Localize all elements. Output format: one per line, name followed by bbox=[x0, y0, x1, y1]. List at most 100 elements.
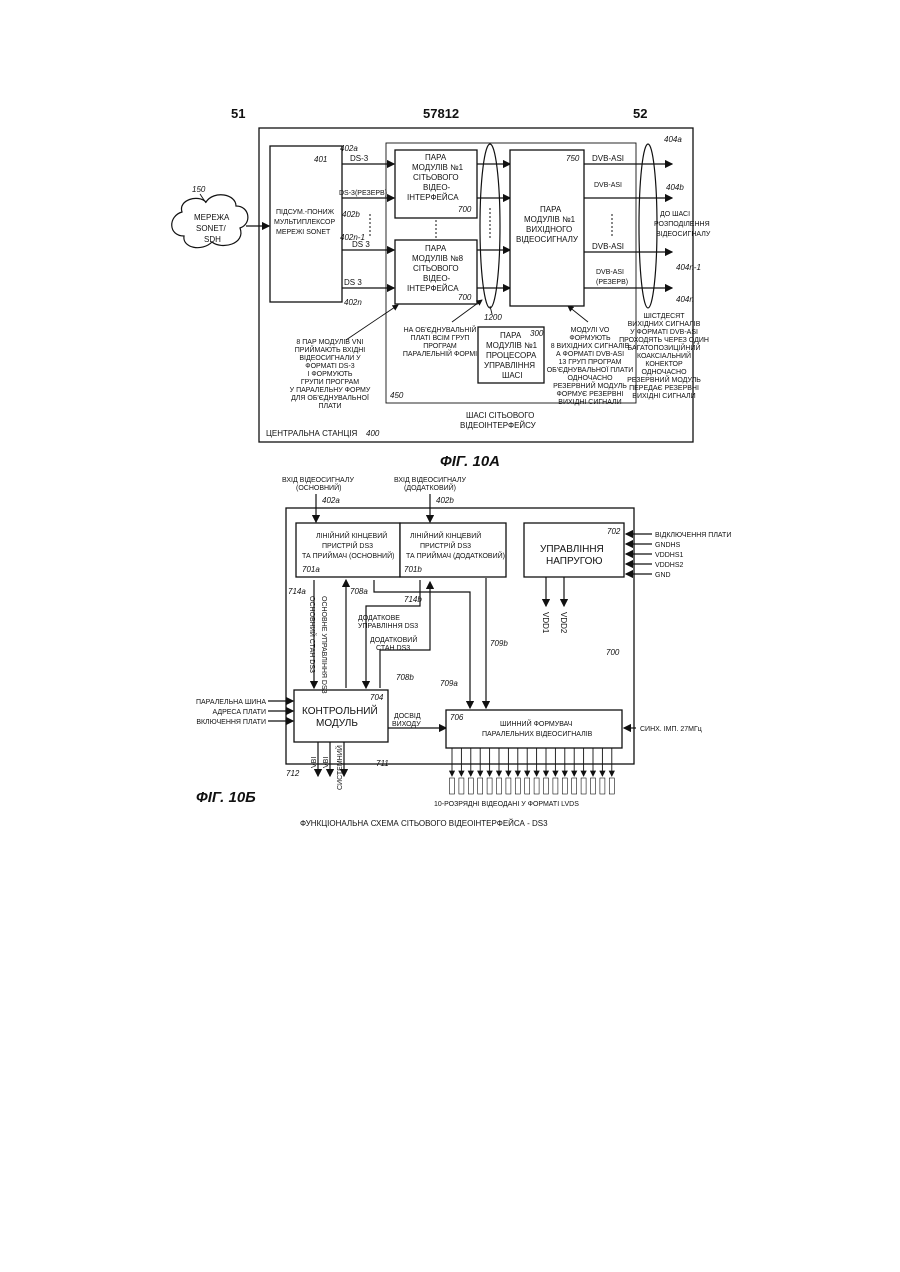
input-main-ref: 402a bbox=[322, 496, 340, 505]
lvds-pin-label bbox=[562, 778, 567, 794]
lvds-pin-label bbox=[515, 778, 520, 794]
bus-former-block bbox=[446, 710, 622, 748]
note-right-line: ВИХІДНИХ СИГНАЛІВ bbox=[628, 321, 701, 328]
main-state-label: ОСНОВНИЙ СТАН DS3 bbox=[308, 596, 317, 673]
ds3-ref-2: 402b bbox=[342, 210, 360, 219]
note-right-line: ПРОХОДЯТЬ ЧЕРЕЗ ОДИН bbox=[619, 337, 709, 344]
proc-line-5: ШАСІ bbox=[502, 371, 523, 380]
mux-line-2: МУЛЬТИПЛЕКСОР bbox=[274, 219, 335, 226]
former-ref: 706 bbox=[450, 713, 464, 722]
note-bus-line: ПРОГРАМ bbox=[423, 343, 457, 350]
note-bus-line: ПАРАЛЕЛЬНІЙ ФОРМІ bbox=[403, 349, 477, 358]
ref-714b: 714b bbox=[404, 595, 422, 604]
figure-10b: 700 ВХІД ВІДЕОСИГНАЛУ (ОСНОВНИЙ) 402a ВХ… bbox=[196, 477, 731, 828]
vni1-line-3: СІТЬОВОГО bbox=[413, 173, 459, 182]
lvds-pin-label bbox=[478, 778, 483, 794]
input-extra-2: (ДОДАТКОВИЙ) bbox=[404, 483, 456, 492]
vni8-line-1: ПАРА bbox=[425, 244, 447, 253]
lvds-pin-label bbox=[459, 778, 464, 794]
note-mid-line: РЕЗЕРВНИЙ МОДУЛЬ bbox=[553, 381, 627, 390]
vbi-label-1: VBI bbox=[311, 757, 318, 768]
control-ref-711: 711 bbox=[376, 759, 389, 768]
output-line-3: ВИХІДНОГО bbox=[526, 225, 572, 234]
ref-714a: 714a bbox=[288, 587, 306, 596]
extra-ctrl-2: УПРАВЛІННЯ DS3 bbox=[358, 623, 418, 630]
note-bus: НА ОБ'ЄДНУВАЛЬНІЙПЛАТІ ВСІМ ГРУППРОГРАМП… bbox=[403, 325, 477, 358]
dvb-label-3: DVB-ASI bbox=[592, 242, 624, 251]
network-line-2: SONET/ bbox=[196, 224, 227, 233]
vbi-label-2: VBI bbox=[323, 757, 330, 768]
control-input-label: ПАРАЛЕЛЬНА ШИНА bbox=[196, 699, 266, 706]
note-right-line: ПЕРЕДАЄ РЕЗЕРВНІ bbox=[629, 385, 699, 392]
note-mid-line: 13 ГРУП ПРОГРАМ bbox=[559, 359, 622, 366]
note-mid-line: МОДУЛІ VO bbox=[571, 327, 610, 334]
ds3-label-1: DS-3 bbox=[350, 154, 369, 163]
mux-line-3: МЕРЕЖІ SONET bbox=[276, 229, 331, 236]
lt-extra-1: ЛІНІЙНИЙ КІНЦЕВИЙ bbox=[410, 531, 481, 540]
ref-709a: 709a bbox=[440, 679, 458, 688]
distribution-1: ДО ШАСІ bbox=[660, 211, 690, 218]
vni1-line-2: МОДУЛІВ №1 bbox=[412, 163, 464, 172]
out-ref-3: 404n-1 bbox=[676, 263, 701, 272]
chassis-ref: 450 bbox=[390, 391, 404, 400]
power-ref: 702 bbox=[607, 527, 621, 536]
proc-line-1: ПАРА bbox=[500, 331, 522, 340]
sync-label: СИНХ. ІМП. 27МГц bbox=[640, 726, 702, 733]
fig10b-title: ФУНКЦІОНАЛЬНА СХЕМА СІТЬОВОГО ВІДЕОІНТЕР… bbox=[300, 819, 548, 828]
output-line-2: МОДУЛІВ №1 bbox=[524, 215, 576, 224]
input-extra-1: ВХІД ВІДЕОСИГНАЛУ bbox=[394, 477, 466, 484]
network-ref: 150 bbox=[192, 185, 206, 194]
valid-2: ВИХОДУ bbox=[392, 721, 421, 728]
proc-line-4: УПРАВЛІННЯ bbox=[484, 361, 535, 370]
vdd1-label: VDD1 bbox=[541, 612, 550, 634]
lvds-pin-label bbox=[525, 778, 530, 794]
lt-extra-3: ТА ПРИЙМАЧ (ДОДАТКОВИЙ) bbox=[406, 551, 505, 560]
note-left-line: ВІДЕОСИГНАЛИ У bbox=[299, 355, 361, 362]
dvb-label-4: DVB-ASI bbox=[596, 269, 624, 276]
note-right-line: ВИХІДНІ СИГНАЛИ bbox=[632, 393, 695, 400]
lvds-pin-label bbox=[609, 778, 614, 794]
page-number-right: 52 bbox=[633, 106, 647, 121]
note-left-line: ПЛАТИ bbox=[318, 403, 341, 410]
bus-ref: 1200 bbox=[484, 313, 502, 322]
out-ref-2: 404b bbox=[666, 183, 684, 192]
control-input-label: ВКЛЮЧЕННЯ ПЛАТИ bbox=[196, 719, 266, 726]
dvb-label-5: (РЕЗЕРВ) bbox=[596, 279, 628, 286]
vni8-ref: 700 bbox=[458, 293, 472, 302]
power-line-2: НАПРУГОЮ bbox=[546, 556, 603, 567]
vni1-line-4: ВІДЕО- bbox=[423, 183, 451, 192]
ref-708a: 708a bbox=[350, 587, 368, 596]
ds3-ref-4: 402n bbox=[344, 298, 362, 307]
control-ref-712: 712 bbox=[286, 769, 300, 778]
distribution-3: ВІДЕОСИГНАЛУ bbox=[656, 231, 711, 238]
note-right-line: РЕЗЕРВНИЙ МОДУЛЬ bbox=[627, 375, 701, 384]
ds3-label-4: DS 3 bbox=[344, 278, 362, 287]
proc-line-3: ПРОЦЕСОРА bbox=[486, 351, 537, 360]
ds3-label-2: DS-3(РЕЗЕРВ) bbox=[339, 190, 387, 197]
note-left-line: ФОРМАТІ DS-3 bbox=[305, 363, 355, 370]
fig10b-caption: ФІГ. 10Б bbox=[196, 789, 256, 806]
input-main-1: ВХІД ВІДЕОСИГНАЛУ bbox=[282, 477, 354, 484]
note-mid-line: ВИХІДНІ СИГНАЛИ bbox=[558, 399, 621, 406]
note-left-line: 8 ПАР МОДУЛІВ VNI bbox=[296, 339, 363, 346]
vdd2-label: VDD2 bbox=[559, 612, 568, 634]
lvds-pin-label bbox=[450, 778, 455, 794]
input-extra-ref: 402b bbox=[436, 496, 454, 505]
control-ref: 704 bbox=[370, 693, 384, 702]
lt-main-3: ТА ПРИЙМАЧ (ОСНОВНИЙ) bbox=[302, 551, 394, 560]
ds3-ref-1: 402a bbox=[340, 144, 358, 153]
lt-main-2: ПРИСТРІЙ DS3 bbox=[322, 541, 373, 550]
lvds-label: 10-РОЗРЯДНІ ВІДЕОДАНІ У ФОРМАТІ LVDS bbox=[434, 801, 579, 808]
power-line-1: УПРАВЛІННЯ bbox=[540, 544, 604, 555]
note-right-line: ШІСТДЕСЯТ bbox=[643, 313, 685, 320]
ref-708b: 708b bbox=[396, 673, 414, 682]
ref-709b: 709b bbox=[490, 639, 508, 648]
vni8-line-5: ІНТЕРФЕЙСА bbox=[407, 284, 459, 293]
figure-10a: ЦЕНТРАЛЬНА СТАНЦІЯ 400 450 ШАСІ СІТЬОВОГ… bbox=[172, 128, 711, 470]
out-ref-4: 404n bbox=[676, 295, 694, 304]
note-bus-line: НА ОБ'ЄДНУВАЛЬНІЙ bbox=[404, 325, 477, 334]
page-header: 51 57812 52 bbox=[231, 106, 647, 121]
note-right-line: У ФОРМАТІ DVB-ASI bbox=[630, 329, 698, 336]
note-left-line: У ПАРАЛЕЛЬНУ ФОРМУ bbox=[290, 387, 371, 394]
system-label: CИСТЕМНИЙ bbox=[335, 745, 344, 790]
